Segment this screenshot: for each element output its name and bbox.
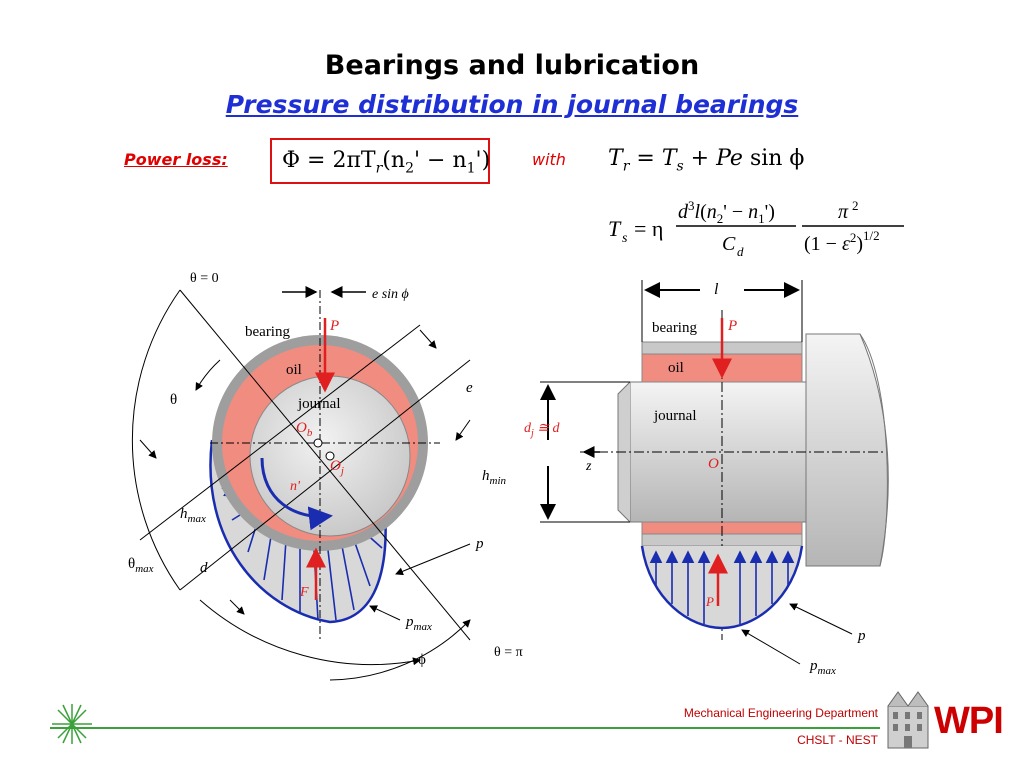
pmax-label-right: p (809, 658, 818, 674)
svg-text:Ob: Ob (296, 420, 313, 439)
journal-label-right: journal (653, 408, 697, 424)
Oj-label: O (330, 458, 341, 474)
svg-text:Oj: Oj (330, 458, 344, 477)
eq-phi-part: Φ = 2πT (282, 148, 376, 173)
theta-pi-label: θ = π (494, 645, 523, 660)
theta-zero-label: θ = 0 (190, 271, 219, 286)
hmin-label: h (482, 468, 490, 484)
svg-text:hmax: hmax (180, 506, 206, 525)
rotation-n-label: n' (290, 479, 301, 494)
page-title: Bearings and lubrication (324, 50, 700, 81)
svg-text:d3l(n2' − n1'): d3l(n2' − n1') (678, 198, 775, 226)
svg-text:2: 2 (852, 198, 859, 213)
ts-equation: T s = η d3l(n2' − n1') C d π 2 (1 − ε2)1… (608, 198, 904, 259)
page-subtitle: Pressure distribution in journal bearing… (225, 90, 799, 119)
svg-text:d: d (737, 244, 744, 259)
dj-label: d (524, 421, 532, 436)
z-axis-label: z (585, 459, 592, 474)
eq-r-sub: r (375, 160, 383, 177)
star-icon (52, 704, 92, 744)
power-loss-label: Power loss: (124, 150, 228, 169)
building-logo-icon (887, 691, 929, 749)
svg-text:s: s (622, 231, 628, 246)
center-O-label: O (708, 456, 719, 472)
theta-label: θ (170, 392, 177, 408)
svg-text:hmin: hmin (482, 468, 507, 487)
power-loss-equation: Φ = 2πTr(n2' − n1') (282, 148, 491, 177)
journal-label-left: journal (297, 396, 341, 412)
oil-label-right: oil (668, 360, 684, 376)
footer-divider (50, 727, 880, 729)
load-P-label-right: P (727, 318, 737, 334)
load-P-label-left: P (329, 318, 339, 334)
p-label-right: p (857, 628, 866, 644)
svg-text:pmax: pmax (405, 614, 432, 633)
d-label-left: d (200, 560, 208, 576)
e-sin-phi-label: e sin ϕ (372, 287, 409, 302)
tr-equation: Tr = Ts + Pe sin ϕ (608, 146, 805, 175)
svg-text:C: C (722, 233, 736, 255)
wpi-logo: WPI (934, 700, 1004, 742)
svg-text:dj ≅ d: dj ≅ d (524, 421, 561, 439)
eccentricity-label: e (466, 380, 473, 396)
svg-text:θmax: θmax (128, 556, 154, 575)
F-label: F (299, 585, 309, 600)
bearing-label-left: bearing (245, 324, 290, 340)
Ob-label: O (296, 420, 307, 436)
theta-max-label: θ (128, 556, 135, 572)
svg-text:= η: = η (634, 216, 663, 241)
pmax-label-left: p (405, 614, 414, 630)
nest-label: CHSLT - NEST (797, 733, 878, 747)
load-P-label-bottom: P (705, 594, 714, 609)
eq-n-part: (n (382, 148, 406, 173)
phi-label: ϕ (418, 652, 426, 668)
length-l-label: l (714, 281, 719, 298)
p-label-left: p (475, 536, 484, 552)
bearing-label-right: bearing (652, 320, 697, 336)
ts-lhs: T (608, 216, 622, 241)
department-label: Mechanical Engineering Department (683, 706, 878, 720)
svg-text:π: π (838, 201, 849, 223)
hmax-label: h (180, 506, 188, 522)
oil-label-left: oil (286, 362, 302, 378)
svg-text:pmax: pmax (809, 658, 836, 677)
power-loss-equation-box: Φ = 2πTr(n2' − n1') (270, 138, 490, 184)
with-label: with (532, 150, 566, 169)
